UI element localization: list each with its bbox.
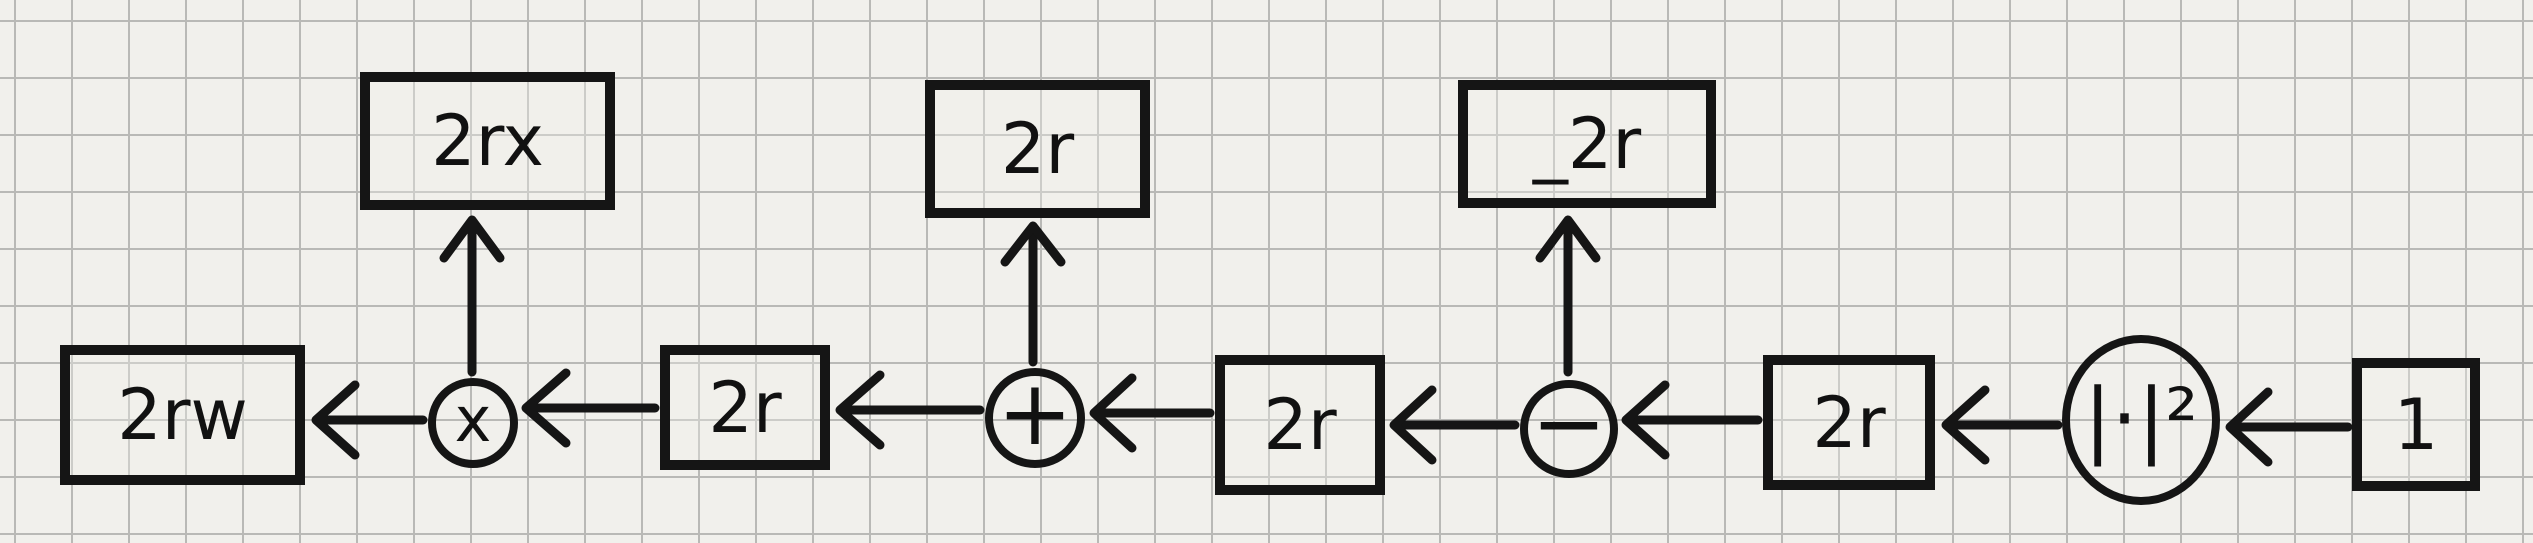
node-minus-label: − (1531, 371, 1607, 476)
arrow-2r-mid-to-plus (1089, 373, 1215, 453)
node-square-2r-right-label: 2r (1812, 381, 1886, 464)
node-times-out-label: 2rx (431, 100, 544, 182)
arrow-2r-left-to-times (521, 368, 660, 448)
node-norm-sq-label: |·|² (2083, 372, 2199, 467)
node-square-2r-left-label: 2r (708, 366, 782, 449)
node-plus-label: + (997, 361, 1073, 466)
arrow-plus-to-plus-out (1000, 221, 1066, 367)
node-minus: − (1520, 371, 1618, 478)
arrow-2r-right-to-minus (1621, 380, 1763, 460)
arrow-norm-sq-to-2r-right (1941, 385, 2063, 465)
node-output: 2rw (60, 345, 305, 485)
node-plus: + (985, 368, 1085, 468)
arrow-minus-to-minus-out (1535, 215, 1601, 377)
node-square-2r-mid-label: 2r (1263, 384, 1337, 466)
node-square-2r-right: 2r (1763, 355, 1935, 490)
node-plus-out: 2r (925, 80, 1150, 218)
node-times-out: 2rx (360, 72, 615, 210)
node-input: 1 (2352, 358, 2480, 491)
node-plus-out-label: 2r (1000, 108, 1075, 190)
node-times-label: x (454, 383, 492, 456)
arrow-times-to-times-out (439, 215, 505, 377)
node-minus-out-label: _2r (1532, 103, 1642, 185)
node-input-label: 1 (2393, 383, 2439, 466)
node-square-2r-left: 2r (660, 345, 830, 470)
node-output-label: 2rw (117, 374, 248, 456)
node-times: x (428, 378, 518, 468)
arrow-plus-to-2r-left (835, 370, 985, 450)
node-norm-sq: |·|² (2062, 335, 2220, 505)
arrow-minus-to-2r-mid (1389, 385, 1520, 465)
arrow-input-to-norm-sq (2225, 387, 2353, 467)
node-minus-out: _2r (1458, 80, 1716, 208)
node-square-2r-mid: 2r (1215, 355, 1385, 495)
arrow-times-to-output (311, 380, 428, 460)
